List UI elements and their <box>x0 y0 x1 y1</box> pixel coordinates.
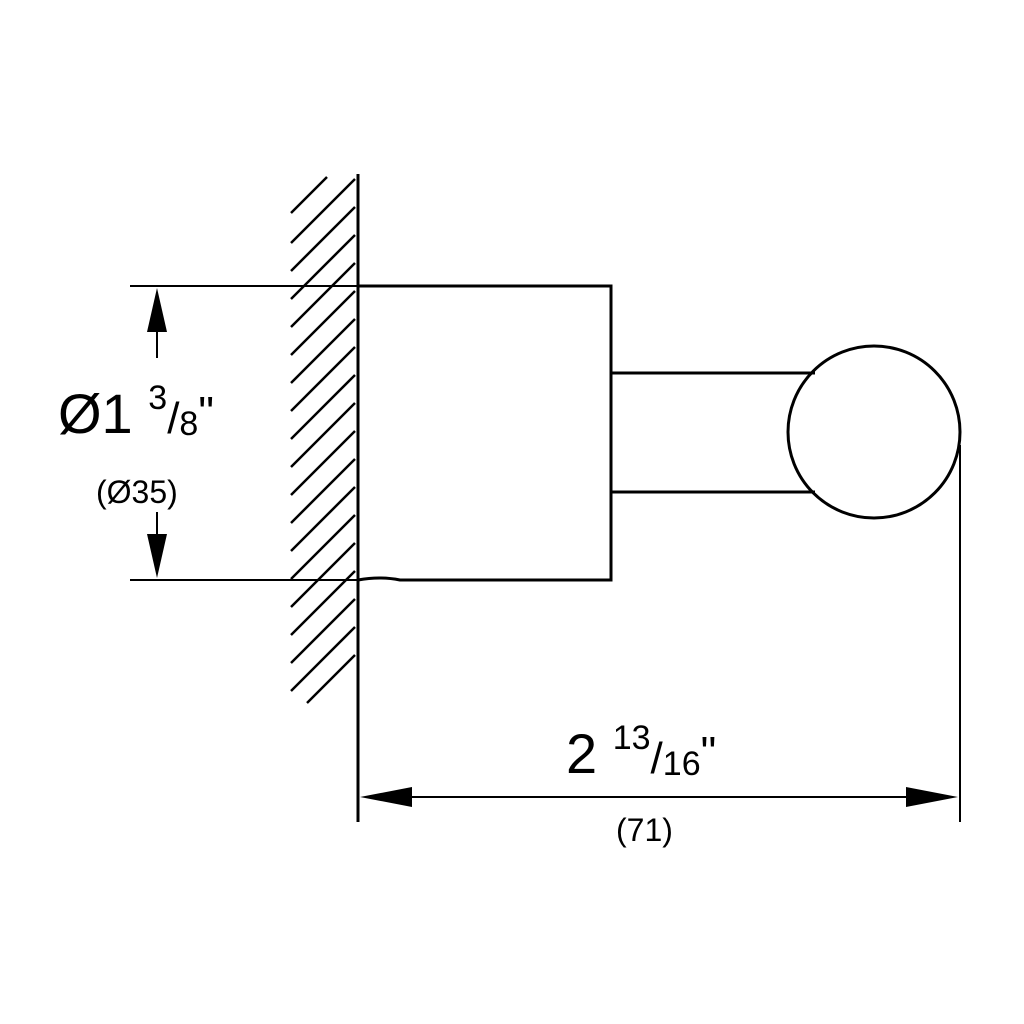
length-slash: / <box>650 734 663 783</box>
length-numerator: 13 <box>612 719 651 757</box>
diameter-arrow-down <box>147 534 167 578</box>
diameter-metric-label: (Ø35) <box>96 474 178 510</box>
diameter-unit: " <box>198 388 214 437</box>
length-dimension-label: 2 13/16" <box>566 721 717 783</box>
length-whole: 2 <box>566 722 598 785</box>
length-denominator: 16 <box>662 745 701 783</box>
length-unit: " <box>700 728 717 777</box>
diameter-denominator: 8 <box>179 405 199 443</box>
diameter-prefix: Ø1 <box>58 382 133 445</box>
hook-knob <box>786 344 962 520</box>
length-arrow-left <box>360 787 412 807</box>
diameter-slash: / <box>167 394 180 443</box>
length-metric-label: (71) <box>616 812 673 848</box>
wall-hatching <box>290 176 356 704</box>
length-arrow-right <box>906 787 958 807</box>
base-cylinder <box>357 284 613 582</box>
diameter-numerator: 3 <box>148 379 168 417</box>
diameter-arrow-up <box>147 288 167 332</box>
diameter-dimension-label: Ø1 3/8" <box>58 381 214 443</box>
